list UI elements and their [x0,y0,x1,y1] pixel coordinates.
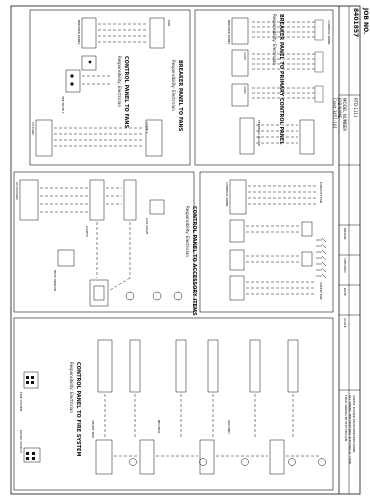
label-to-fans: TO FANS [31,122,35,135]
panel-breaker-to-fans [29,9,191,166]
label-208v: 208V [243,86,247,94]
label-light: LIGHTS [85,226,89,237]
field-drawn: DRAWN [343,228,347,240]
label-neutral: NEUTRAL [157,420,161,434]
sheet-border [10,5,361,495]
label-breaker-panel: BREAKER PANEL [227,20,231,45]
panel-breaker-to-control [194,9,334,166]
label-terminal: TERMINAL BLOCK [257,120,261,147]
label-fan: FAN [167,20,171,26]
job-no-label: JOB NO. [362,8,369,35]
label-control-panel-2: CONTROL PANEL [225,182,229,208]
label-exhaust: EXHAUST FAN [319,182,323,203]
job-name-value: Crest 3451-101 [332,98,337,129]
model-value: RTD-1111 [353,98,358,118]
label-breaker-panel-2: BREAKER PANEL [77,20,81,45]
note-2: ALL WIRING PER NATIONAL ELECTRICAL CODE [348,395,352,465]
label-note1: SEE NOTE 1 [61,96,65,114]
label-ground: GROUND [227,420,231,434]
section-subtitle-control-to-fans: Responsibility: Electrician [117,56,122,107]
section-subtitle-breaker-to-control: Responsibility: Electrician [272,14,277,65]
label-accessory: ACCESSORY [15,182,19,200]
job-no-value: 8401857 [352,8,359,38]
job-name-label: JOB NAME [337,98,342,119]
note-1: SUPPLY POWER FROM BREAKER PANEL [352,395,356,454]
label-120v: 120V [243,52,247,60]
label-micro-switch: MICRO SWITCH [19,430,23,453]
label-supply: SUPPLY FAN [319,282,323,300]
label-gas-valve: GAS VALVE [145,218,149,235]
label-code1: CODE 1 [145,122,149,134]
section-title-breaker-to-control: BREAKER PANEL TO PRIMARY CONTROL PANEL [278,14,284,145]
panel-control-to-fans [199,171,334,313]
label-control-panel: CONTROL PANEL [327,20,331,46]
section-title-fire-system: CONTROL PANEL TO FIRE SYSTEM [75,362,81,457]
section-title-control-to-fans: CONTROL PANEL TO FANS [123,56,129,129]
section-title-breaker-to-fans: BREAKER PANEL TO FANS [177,60,183,132]
field-date: DATE [343,288,347,296]
panel-accessory-items [13,171,195,313]
label-fire-system: FIRE SYSTEM [19,392,23,412]
section-title-accessory-items: CONTROL PANEL TO ACCESSORY ITEMS [191,206,197,316]
label-shunt-trip: SHUNT TRIP [91,420,95,438]
field-checked: CHECKED [343,258,347,273]
label-heat-sensor: HEAT SENSOR [53,270,57,292]
field-scale: SCALE [343,318,347,328]
section-subtitle-accessory-items: Responsibility: Electrician [185,206,190,257]
note-3: FIELD WIRING BY ELECTRICIAN [344,395,348,442]
section-subtitle-fire-system: Responsibility: Electrician [69,362,74,413]
panel-fire-system [13,317,334,491]
model-label: MODEL NUMBER [342,98,347,132]
section-subtitle-breaker-to-fans: Responsibility: Electrician [171,60,176,111]
